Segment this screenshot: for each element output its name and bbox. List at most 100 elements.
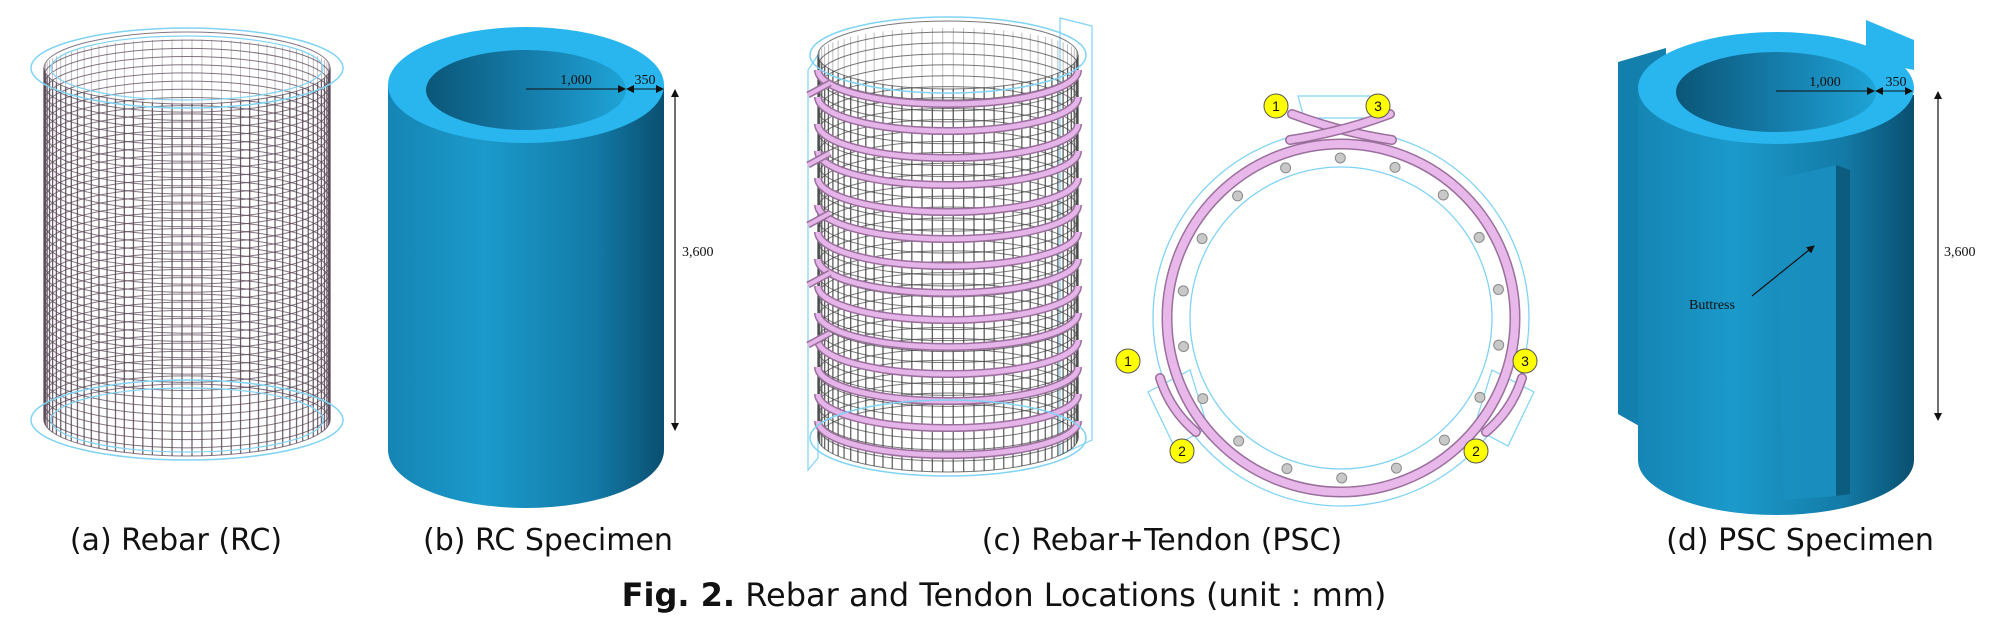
svg-text:1: 1: [1272, 98, 1280, 114]
rebar-hoop: [43, 56, 331, 130]
rebar-dot: [1336, 472, 1348, 484]
tendon-ring: [1163, 140, 1519, 496]
rebar-hoop: [43, 47, 331, 121]
dim-height: 3,600: [1944, 245, 1976, 260]
tendon: [815, 96, 1081, 134]
dim-wall-thickness: 350: [635, 73, 656, 88]
rebar-hoop: [43, 383, 331, 457]
rebar-dot: [1390, 462, 1402, 474]
tendon-2-left-badge: 2: [1169, 438, 1195, 464]
rebar-hoop: [43, 285, 331, 359]
rebar-hoop: [817, 20, 1079, 90]
tendon-plan-view: 1 3 1 3 2 2: [1115, 93, 1538, 507]
rebar-hoop: [43, 236, 331, 310]
rebar-hoop: [43, 203, 331, 277]
tendon-number-badges: 1 3 1 3 2 2: [1115, 93, 1538, 464]
rebar-dot: [1334, 152, 1346, 164]
rebar-hoop: [43, 342, 331, 416]
tendon: [815, 123, 1081, 161]
rebar-hoop: [43, 88, 331, 162]
rebar-hoop: [43, 219, 331, 293]
rebar-hoop: [817, 348, 1079, 418]
rebar-hoop: [817, 162, 1079, 232]
rebar-rc-cage: [30, 27, 344, 461]
svg-text:2: 2: [1472, 443, 1480, 459]
rc-specimen: 1,000 350 3,600: [388, 27, 714, 508]
rebar-hoop: [43, 31, 331, 105]
dim-inner-radius: 1,000: [1809, 75, 1841, 90]
rebar-dot: [1474, 391, 1486, 403]
rebar-hoop: [817, 75, 1079, 145]
tendon-stub: [807, 331, 831, 347]
caption-panel-b: (b) RC Specimen: [423, 523, 673, 558]
rebar-hoop: [43, 39, 331, 113]
tendon: [815, 285, 1081, 323]
buttress-label: Buttress: [1689, 298, 1735, 313]
rebar-hoop: [43, 121, 331, 195]
tendon: [815, 420, 1081, 458]
rebar-hoop: [817, 31, 1079, 101]
svg-text:3: 3: [1374, 98, 1382, 114]
rebar-hoop: [43, 211, 331, 285]
rebar-dot: [1232, 190, 1244, 202]
rebar-hoop: [43, 350, 331, 424]
rebar-hoop: [43, 367, 331, 441]
rebar-hoop: [817, 294, 1079, 364]
rebar-dot: [1473, 231, 1485, 243]
rebar-hoop: [43, 268, 331, 342]
tendon: [815, 69, 1081, 107]
rebar-tendon-cage: [806, 16, 1093, 477]
svg-text:2: 2: [1178, 443, 1186, 459]
rebar-hoop: [43, 244, 331, 318]
rebar-hoop: [817, 108, 1079, 178]
tendon: [815, 366, 1081, 404]
rebar-hoop: [817, 53, 1079, 123]
cage-outline: [30, 27, 344, 461]
rebar-hoop: [43, 113, 331, 187]
rebar-hoop: [817, 326, 1079, 396]
rebar-hoop: [43, 146, 331, 220]
tendon-1-left-badge: 1: [1115, 348, 1141, 374]
rebar-hoop: [43, 154, 331, 228]
rebar-dot: [1492, 284, 1504, 296]
rebar-hoop: [43, 178, 331, 252]
inner-guide-circle: [1189, 166, 1493, 470]
rebar-hoop: [817, 239, 1079, 309]
tendon-3-top-badge: 3: [1365, 93, 1391, 119]
cylinder-bore: [1676, 52, 1876, 132]
rebar-hoop: [43, 277, 331, 351]
rebar-dot: [1493, 339, 1505, 351]
caption-panel-a: (a) Rebar (RC): [69, 523, 283, 558]
rebar-hoop: [43, 64, 331, 138]
tendon: [815, 393, 1081, 431]
rebar-dot: [1196, 233, 1208, 245]
rebar-hoop: [817, 272, 1079, 342]
rebar-hoop: [43, 227, 331, 301]
tendon: [815, 312, 1081, 350]
figure-title: Rebar and Tendon Locations (unit : mm): [745, 576, 1387, 614]
cylinder-bore: [426, 50, 626, 130]
rebar-hoop: [43, 301, 331, 375]
rebar-hoop: [43, 105, 331, 179]
tendon-stub: [807, 81, 831, 97]
rebar-hoop: [43, 252, 331, 326]
rebar-hoop: [43, 334, 331, 408]
tendon-stub: [807, 151, 831, 167]
tendon: [815, 339, 1081, 377]
rebar-hoop: [43, 293, 331, 367]
rebar-hoop: [43, 375, 331, 449]
rebar-dot: [1437, 189, 1449, 201]
cylinder-body: [388, 85, 664, 508]
svg-text:3: 3: [1521, 353, 1529, 369]
tendon-2-right-badge: 2: [1463, 438, 1489, 464]
rebar-dot: [1177, 285, 1189, 297]
dim-wall-thickness: 350: [1886, 75, 1907, 90]
cylinder-body: [1638, 95, 1914, 515]
svg-text:1: 1: [1124, 353, 1132, 369]
rebar-hoop: [43, 72, 331, 146]
rebar-hoop: [43, 326, 331, 400]
tendon: [815, 177, 1081, 215]
buttress-front: [1774, 165, 1836, 500]
tendon-anchor-stubs: [806, 79, 832, 349]
